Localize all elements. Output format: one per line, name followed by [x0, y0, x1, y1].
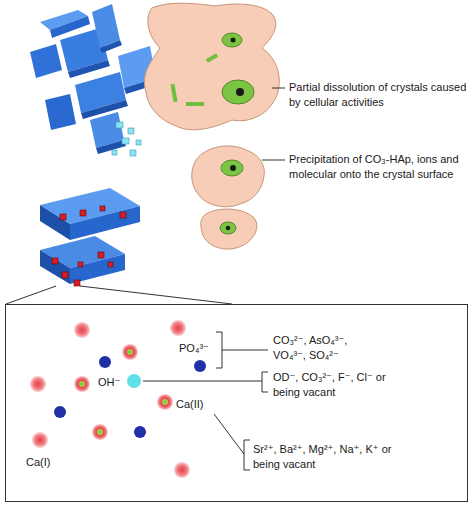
ion-label: OD⁻, CO₃²⁻, F⁻, Cl⁻ or being vacant: [273, 370, 393, 400]
ion-label: CO₃²⁻, AsO₄³⁻, VO₄³⁻, SO₄²⁻: [273, 333, 377, 363]
crystal-lower: [40, 188, 140, 286]
cells: [144, 3, 279, 249]
ion-label: Sr²⁺, Ba²⁺, Mg²⁺, Na⁺, K⁺ or being vacan…: [253, 442, 393, 472]
brackets: [143, 332, 268, 470]
ion-label: PO₄³⁻: [179, 341, 229, 356]
ion-label: Ca(II): [176, 397, 220, 412]
lattice-box: CO₃²⁻, AsO₄³⁻, VO₄³⁻, SO₄²⁻ PO₄³⁻ OH⁻ OD⁻, …: [5, 304, 468, 502]
ion-label: OH⁻: [98, 375, 134, 390]
leader-lines: [6, 88, 285, 304]
callout-text: Partial dissolution of crystals caused b…: [289, 80, 469, 111]
ion-label: Ca(I): [26, 455, 70, 470]
callout-text: Precipitation of CO₃-HAp, ions and molec…: [289, 152, 469, 183]
crystal-plates: [30, 4, 158, 156]
